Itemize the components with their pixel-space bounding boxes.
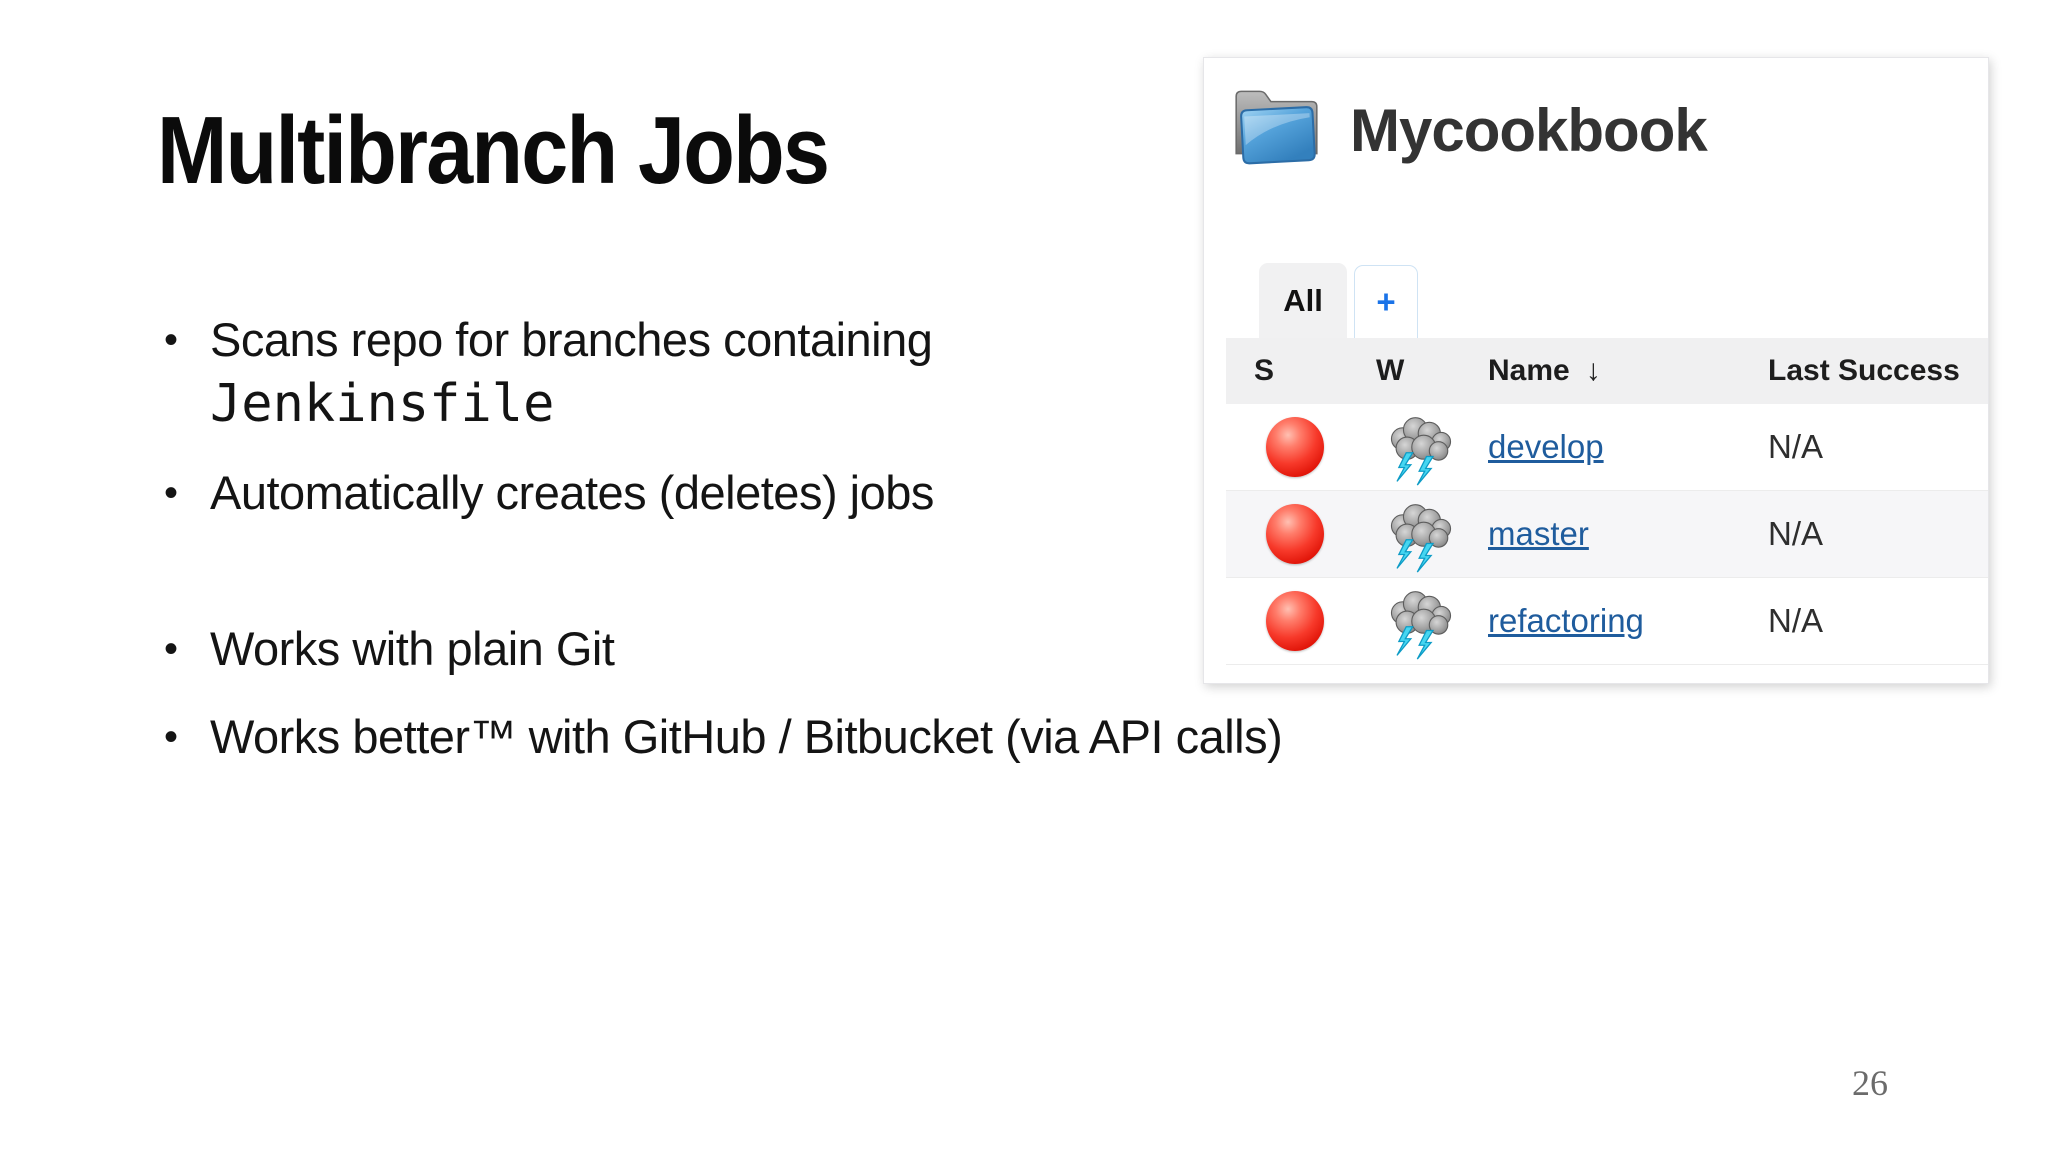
bullet-marker: • bbox=[164, 715, 178, 759]
inline-code-jenkinsfile: Jenkinsfile bbox=[210, 374, 555, 434]
bullet-item: • Automatically creates (deletes) jobs bbox=[160, 461, 1620, 525]
bullet-text: Automatically creates (deletes) jobs bbox=[210, 466, 934, 519]
last-success-value: N/A bbox=[1768, 602, 1824, 639]
status-ball-icon bbox=[1266, 591, 1324, 651]
status-ball-icon bbox=[1266, 417, 1324, 477]
header-name[interactable]: Name ↓ bbox=[1460, 354, 1760, 388]
header-status[interactable]: S bbox=[1254, 354, 1275, 387]
header-weather[interactable]: W bbox=[1376, 354, 1405, 387]
table-row: master N/A bbox=[1226, 491, 1988, 578]
bullet-item: • Works with plain Git bbox=[160, 617, 1620, 681]
status-ball-icon bbox=[1266, 504, 1324, 564]
bullet-item: • Works better™ with GitHub / Bitbucket … bbox=[160, 705, 1620, 769]
bullet-item: • Scans repo for branches containing Jen… bbox=[160, 308, 1210, 437]
plus-icon: + bbox=[1376, 283, 1396, 320]
bullet-text: Works better™ with GitHub / Bitbucket (v… bbox=[210, 710, 1283, 763]
jobs-table: S W Name ↓ Last Success bbox=[1226, 338, 1988, 665]
branch-link[interactable]: master bbox=[1488, 515, 1589, 552]
jenkins-screenshot-panel: Mycookbook All + S W Name ↓ Last Success bbox=[1203, 57, 1989, 684]
tab-all-label: All bbox=[1283, 282, 1323, 318]
bullet-text: Scans repo for branches containing bbox=[210, 313, 933, 366]
storm-cloud-icon bbox=[1390, 504, 1452, 573]
bullet-marker: • bbox=[164, 471, 178, 515]
table-row: refactoring N/A bbox=[1226, 578, 1988, 665]
last-success-value: N/A bbox=[1768, 428, 1824, 465]
table-header-row: S W Name ↓ Last Success bbox=[1226, 338, 1988, 404]
branch-link[interactable]: refactoring bbox=[1488, 602, 1644, 639]
last-success-value: N/A bbox=[1768, 515, 1824, 552]
bullet-list: • Scans repo for branches containing Jen… bbox=[160, 308, 1620, 793]
storm-cloud-icon bbox=[1390, 591, 1452, 660]
table-row: develop N/A bbox=[1226, 404, 1988, 491]
folder-icon bbox=[1235, 90, 1318, 165]
panel-title: Mycookbook bbox=[1350, 97, 1708, 164]
branch-link[interactable]: develop bbox=[1488, 428, 1604, 465]
tab-add-view[interactable]: + bbox=[1354, 265, 1418, 338]
page-number: 26 bbox=[1852, 1063, 1888, 1103]
bullet-text: Works with plain Git bbox=[210, 622, 615, 675]
storm-cloud-icon bbox=[1390, 417, 1452, 486]
sort-descending-arrow-icon: ↓ bbox=[1585, 354, 1601, 387]
header-name-label: Name bbox=[1488, 354, 1570, 387]
tab-all[interactable]: All bbox=[1259, 263, 1347, 338]
header-last-success[interactable]: Last Success bbox=[1768, 354, 1960, 387]
bullet-marker: • bbox=[164, 627, 178, 671]
page-title: Multibranch Jobs bbox=[157, 97, 830, 204]
bullet-marker: • bbox=[164, 318, 178, 362]
